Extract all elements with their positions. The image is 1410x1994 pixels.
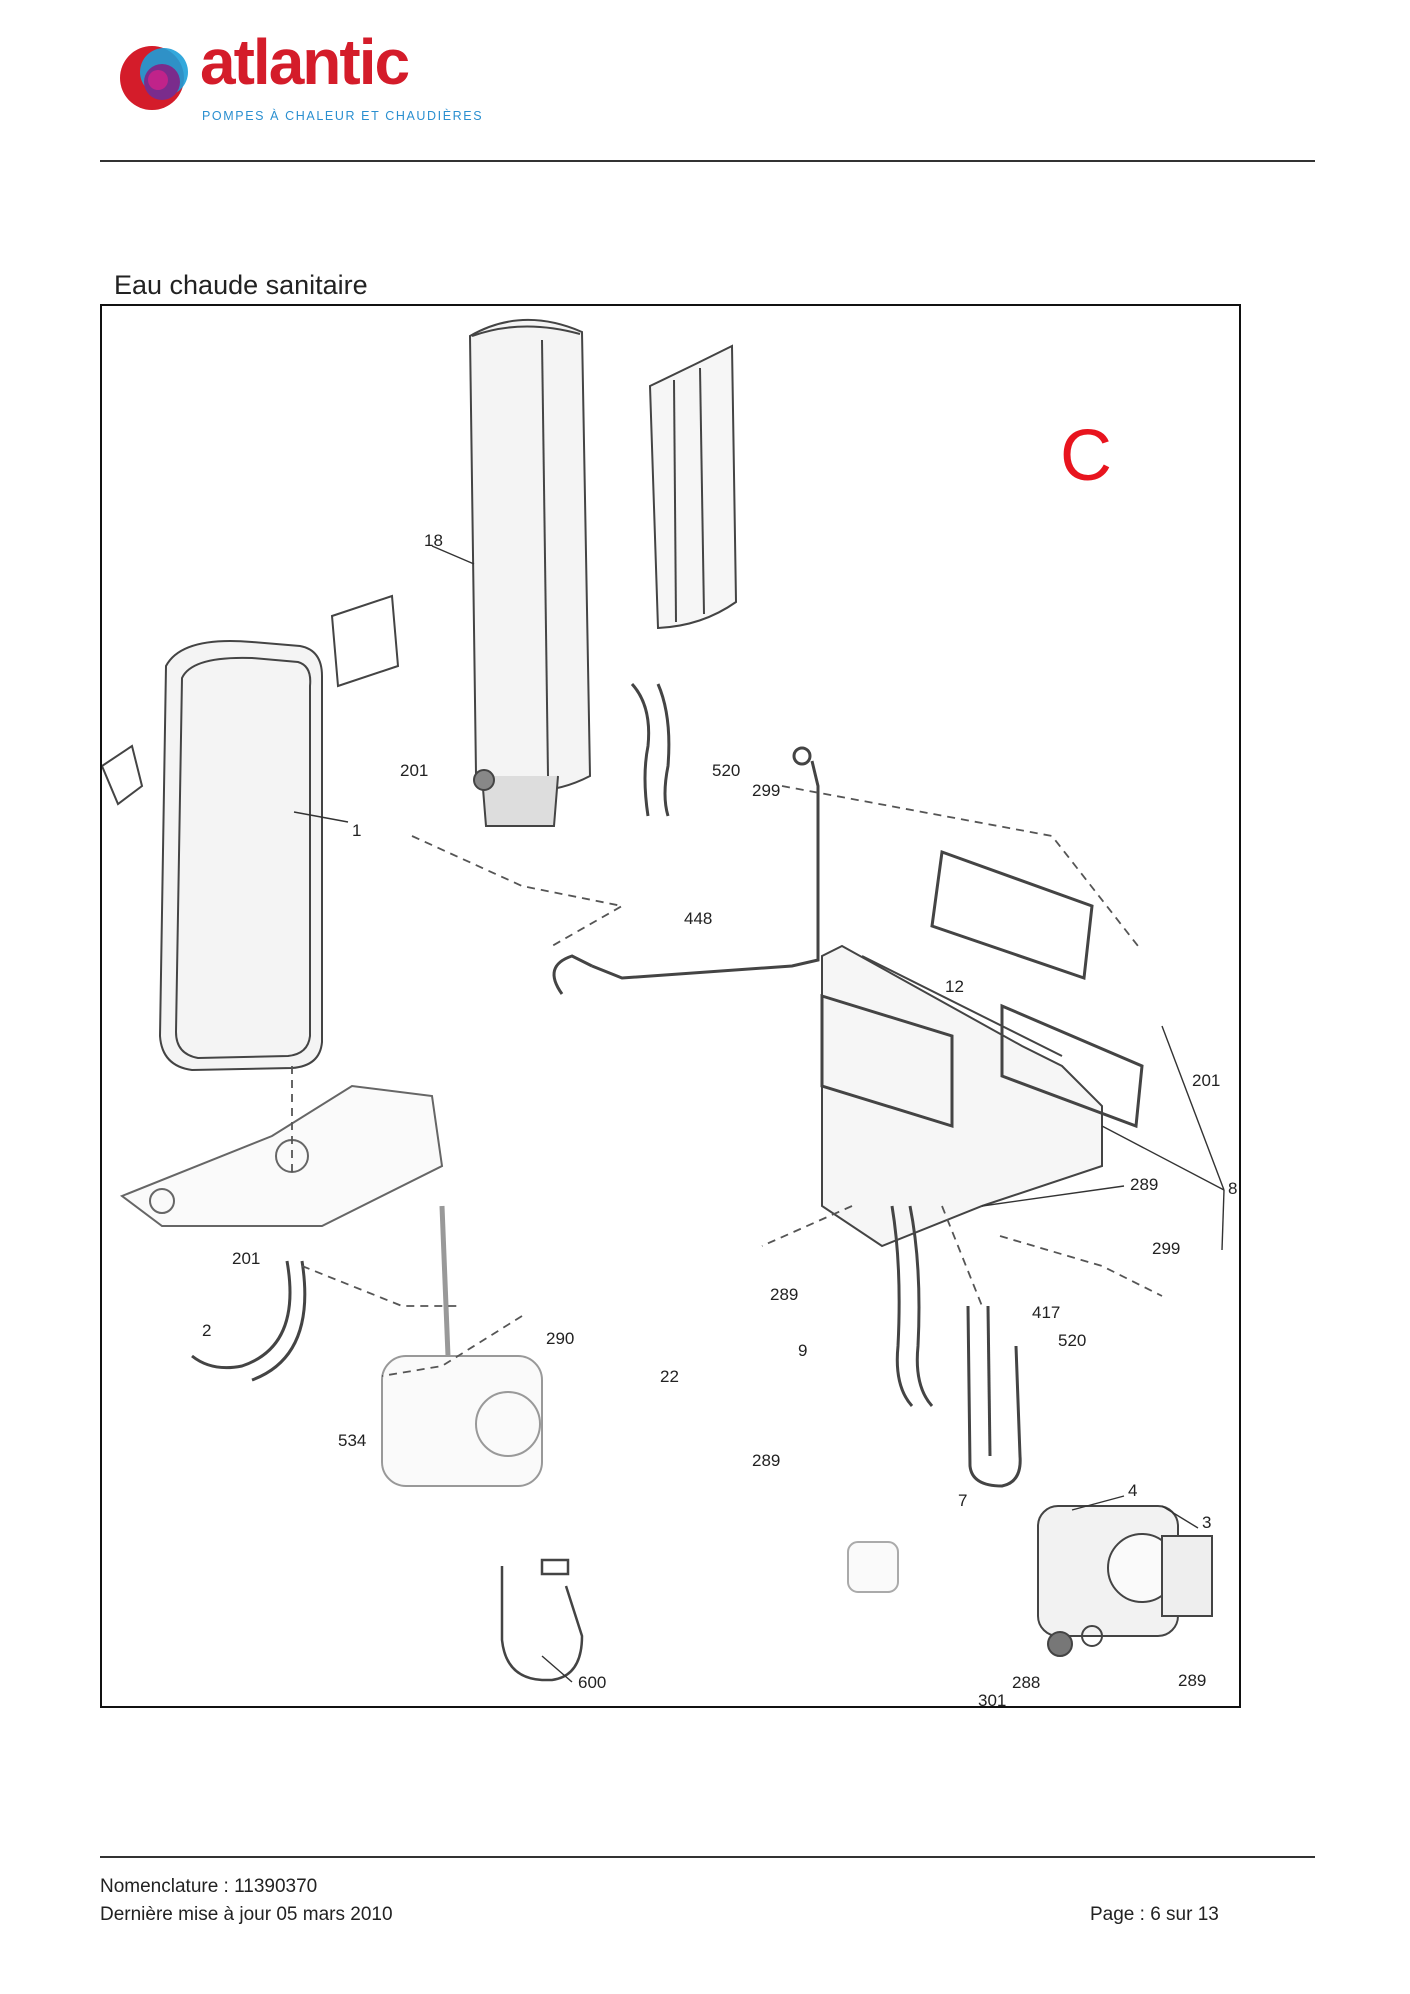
logo-tagline: POMPES À CHALEUR ET CHAUDIÈRES (202, 109, 484, 123)
callout-label: 289 (770, 1285, 798, 1304)
exploded-diagram: 18 1 201 520 299 448 12 201 8 289 299 41… (100, 304, 1241, 1710)
callout-label: 1 (352, 821, 361, 840)
section-title: Eau chaude sanitaire (114, 270, 368, 300)
callout-label: 201 (232, 1249, 260, 1268)
pipe-448-part (552, 746, 820, 995)
footer-page-number: Page : 6 sur 13 (1090, 1904, 1219, 1925)
cylinder-part (468, 318, 592, 827)
cover-shell-part (648, 344, 738, 630)
faded-valve-part (847, 1541, 899, 1593)
callout-label: 289 (1130, 1175, 1158, 1194)
callout-label: 520 (1058, 1331, 1086, 1350)
callout-label: 9 (798, 1341, 807, 1360)
callout-label: 3 (1202, 1513, 1211, 1532)
callout-label: 4 (1128, 1481, 1137, 1500)
footer-divider (100, 1856, 1315, 1858)
flex-hose-part (630, 682, 671, 817)
faded-pump-part (381, 1205, 543, 1487)
callout-label: 301 (978, 1691, 1006, 1710)
callout-label: 288 (1012, 1673, 1040, 1692)
callout-label: 7 (958, 1491, 967, 1510)
callout-label: 2 (202, 1321, 211, 1340)
callout-label: 417 (1032, 1303, 1060, 1322)
callout-label: 22 (660, 1367, 679, 1386)
callout-label: 448 (684, 909, 712, 928)
callout-label: 201 (400, 761, 428, 780)
header-divider (100, 160, 1315, 162)
atlantic-logo: atlantic POMPES À CHALEUR ET CHAUDIÈRES (112, 30, 492, 132)
callout-layer: 18 1 201 520 299 448 12 201 8 289 299 41… (202, 531, 1237, 1710)
section-letter: C (1060, 416, 1112, 496)
footer-updated: Dernière mise à jour 05 mars 2010 (100, 1904, 393, 1925)
callout-label: 520 (712, 761, 740, 780)
callout-label: 18 (424, 531, 443, 550)
footer-nomenclature: Nomenclature : 11390370 (100, 1876, 318, 1897)
expansion-vessel-part (102, 594, 400, 1072)
pump-assembly-part (890, 1205, 1213, 1657)
callout-label: 12 (945, 977, 964, 996)
callout-label: 289 (1178, 1671, 1206, 1690)
hose-2-part (191, 1260, 307, 1382)
callout-label: 201 (1192, 1071, 1220, 1090)
logo-mark-icon (120, 46, 188, 110)
cable-600-part (500, 1558, 584, 1682)
diagram-drawing (102, 318, 1225, 1683)
callout-label: 8 (1228, 1179, 1237, 1198)
logo-wordmark: atlantic (200, 26, 410, 98)
callout-label: 534 (338, 1431, 366, 1450)
callout-label: 290 (546, 1329, 574, 1348)
callout-label: 299 (752, 781, 780, 800)
heat-exchanger-part (820, 849, 1144, 1248)
callout-label: 289 (752, 1451, 780, 1470)
callout-label: 299 (1152, 1239, 1180, 1258)
callout-label: 600 (578, 1673, 606, 1692)
